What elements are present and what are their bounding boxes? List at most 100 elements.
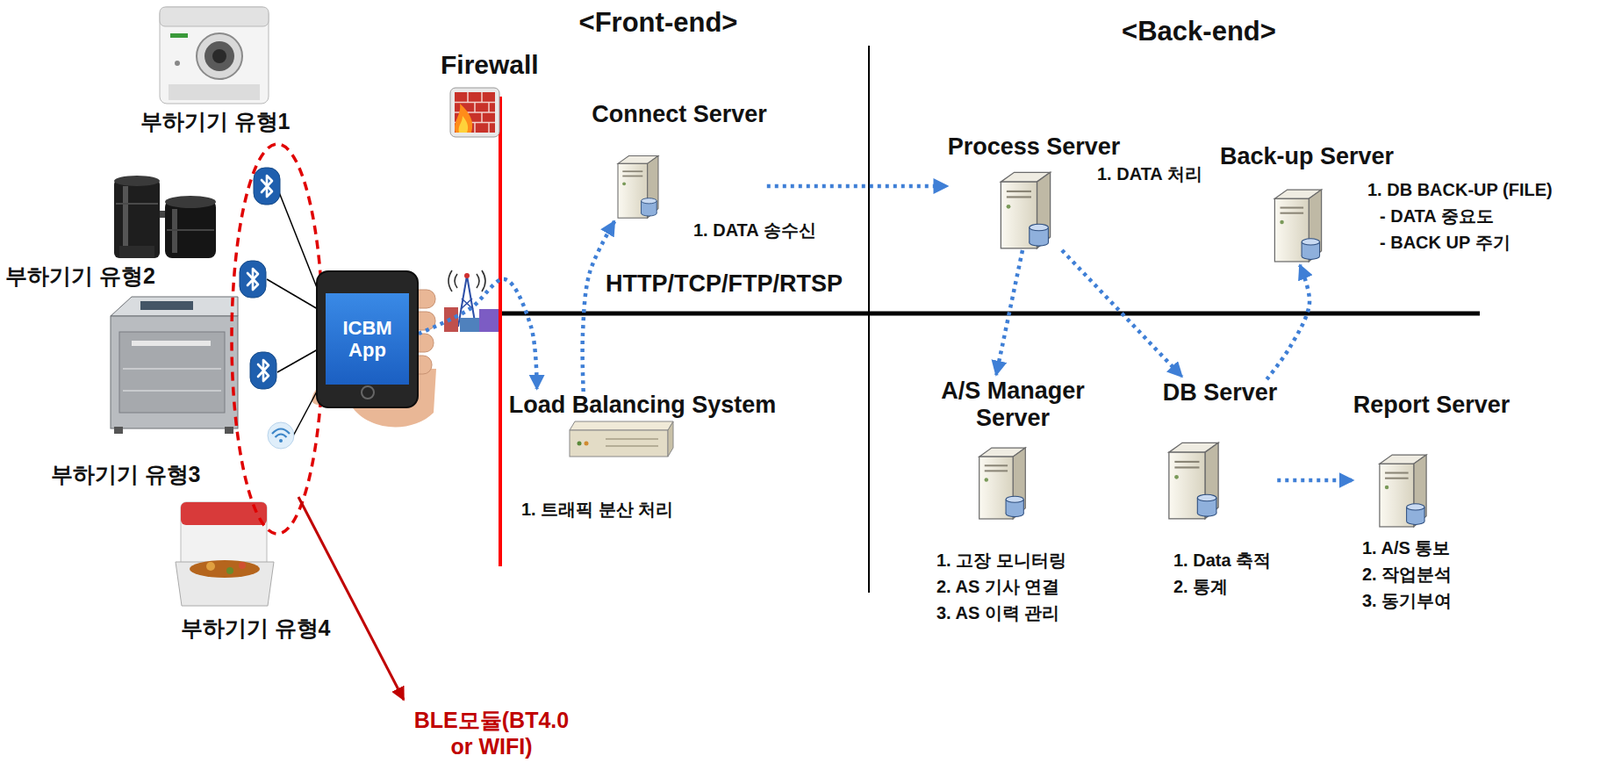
server-icons-part	[1000, 172, 1050, 249]
firewall-icon-part	[487, 122, 490, 134]
server-item: - DATA 중요도	[1379, 206, 1494, 226]
diagram-label: <Front-end>	[579, 7, 739, 38]
load-balancer-icon-part	[584, 441, 589, 446]
load-device-1-part	[174, 60, 180, 66]
load-balancer-icon-part	[569, 421, 674, 431]
server-title: Report Server	[1353, 391, 1511, 418]
load-device-2-part	[114, 175, 160, 187]
load-device-3-part	[140, 301, 194, 310]
antenna-tower-icon-part	[464, 272, 470, 279]
load-device-3-part	[110, 315, 238, 429]
server-item-slot: - BACK UP 주기	[1379, 231, 1511, 253]
data-flow-arrow	[1061, 250, 1183, 377]
diagram-label: Firewall	[440, 50, 539, 79]
load-device-1	[159, 7, 269, 104]
server-item: - BACK UP 주기	[1379, 232, 1511, 252]
bluetooth-icons-part	[253, 167, 280, 205]
load-device-3	[110, 296, 238, 434]
load-device-2-part	[165, 200, 216, 259]
server-icons-part	[1274, 189, 1321, 262]
load-device-3-part	[122, 389, 222, 392]
load-device-1-part	[204, 41, 235, 72]
section-lines-part	[498, 96, 503, 567]
server-item-slot: 1. DATA 송수신	[693, 219, 817, 241]
wifi-icon-part	[272, 429, 290, 435]
firewall-icon-part	[466, 92, 469, 103]
server-item: 1. DB BACK-UP (FILE)	[1367, 179, 1553, 200]
phone-app-box: ICBM App	[315, 270, 419, 409]
server-item: 1. DATA 송수신	[693, 220, 817, 240]
load-device-3-part	[131, 340, 211, 346]
label-slot: HTTP/TCP/FTP/RTSP	[605, 270, 843, 299]
load-device-1-part	[168, 84, 260, 101]
firewall-icon-part	[473, 122, 476, 134]
load-device-4-part	[226, 566, 234, 574]
load-device-1-part	[212, 49, 227, 64]
load-device-2-part	[166, 229, 215, 231]
server-box: DB Server1. Data 축적2. 통계	[1162, 379, 1278, 521]
server-item-slot: 1. A/S 통보	[1362, 537, 1450, 559]
diagram-label: BLE모듈(BT4.0 or WIFI)	[414, 707, 569, 759]
server-item-slot: 1. DB BACK-UP (FILE)	[1367, 179, 1553, 201]
load-device-2-part	[165, 195, 216, 209]
bluetooth-links-part	[266, 279, 318, 309]
server-title: DB Server	[1162, 379, 1278, 406]
server-icons	[617, 156, 1427, 527]
load-device-4-part	[189, 559, 260, 578]
wifi-icon-part	[279, 438, 283, 443]
server-icons-part	[979, 447, 1027, 519]
server-item: 1. Data 축적	[1173, 550, 1271, 570]
server-title-slot: A/S Manager Server	[929, 377, 1097, 432]
server-item-slot: 3. 동기부여	[1362, 589, 1452, 611]
server-title: Load Balancing System	[509, 391, 777, 418]
label-slot: <Back-end>	[1121, 15, 1277, 49]
label-slot: 부하기기 유형2	[5, 263, 156, 290]
section-lines	[496, 45, 1480, 593]
server-box: Load Balancing System1. 트래픽 분산 처리	[509, 391, 777, 460]
load-device-3-part	[119, 331, 225, 413]
diagram-label: 부하기기 유형4	[180, 615, 331, 640]
server-title-slot: Report Server	[1353, 391, 1511, 419]
load-device-2-part	[114, 179, 160, 259]
firewall-icon-part	[487, 102, 490, 114]
load-device-3-part	[110, 296, 238, 316]
server-title-slot: Load Balancing System	[509, 391, 777, 419]
app-name: ICBM App	[325, 316, 409, 362]
load-device-2	[114, 175, 216, 259]
server-icons-part	[1169, 442, 1219, 519]
antenna-tower-icon-part	[461, 298, 474, 309]
load-device-3-part	[122, 367, 222, 370]
server-item: 1. 트래픽 분산 처리	[521, 499, 674, 519]
connectors	[418, 186, 1354, 481]
diagram-label: <Back-end>	[1121, 15, 1277, 47]
load-device-2-part	[115, 202, 158, 205]
load-balancer-icon-part	[569, 430, 668, 457]
server-item: 2. 통계	[1173, 576, 1228, 596]
ble-module-outline-part	[231, 143, 323, 534]
load-device-4-part	[206, 561, 216, 571]
data-flow-arrow	[1266, 265, 1310, 380]
load-device-2-part	[122, 186, 129, 252]
server-title: A/S Manager Server	[940, 377, 1085, 431]
server-item: 2. 작업분석	[1362, 564, 1452, 584]
data-flow-arrow	[582, 221, 616, 392]
data-flow-arrow	[418, 279, 538, 389]
server-item-slot: 1. DATA 처리	[1097, 163, 1203, 185]
load-device-4-part	[238, 561, 246, 569]
wifi-icon-part	[267, 422, 295, 449]
server-item: 1. A/S 통보	[1362, 538, 1450, 558]
firewall-icon-part	[480, 92, 483, 103]
section-lines-part	[496, 311, 1480, 316]
load-device-3-part	[224, 426, 234, 434]
firewall-icon-part	[473, 102, 476, 114]
firewall-icon-part	[480, 112, 483, 123]
server-title: Process Server	[947, 133, 1121, 160]
firewall-icon-part	[450, 87, 500, 137]
load-device-3-part	[114, 426, 123, 434]
bluetooth-links-part	[277, 349, 318, 373]
server-item: 2. AS 기사 연결	[936, 576, 1060, 596]
antenna-tower-icon-part	[454, 273, 458, 288]
load-balancer-icon-part	[605, 444, 659, 447]
antenna-tower-icon	[444, 270, 499, 332]
